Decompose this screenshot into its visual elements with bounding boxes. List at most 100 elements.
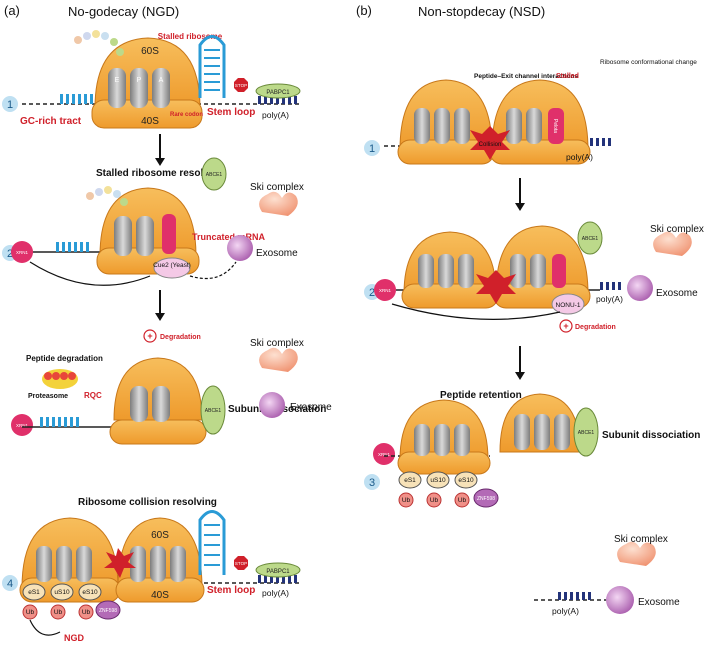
label-proteasome: Proteasome [28, 393, 68, 400]
svg-text:Pelota: Pelota [552, 119, 558, 133]
xrn1-a2 [11, 241, 33, 263]
svg-text:XRN1: XRN1 [378, 452, 391, 457]
panel-b-title: Non-stopdecay (NSD) [418, 4, 545, 19]
label-peptide-degradation: Peptide degradation [26, 354, 103, 363]
svg-text:ZNF598: ZNF598 [99, 608, 117, 614]
abce1-a2 [201, 157, 227, 191]
svg-text:4: 4 [7, 578, 13, 590]
site-e [108, 68, 126, 108]
svg-text:1: 1 [369, 143, 375, 155]
svg-text:Ub: Ub [54, 609, 63, 616]
svg-text:Ub: Ub [458, 497, 467, 504]
heading-b3: Peptide retention [440, 390, 522, 401]
step-number-a1: 1 [7, 99, 13, 111]
svg-text:ABCE1: ABCE1 [205, 408, 222, 414]
svg-text:eS1: eS1 [28, 589, 40, 596]
label-ski-a2: Ski complex [250, 182, 304, 193]
svg-text:2: 2 [369, 287, 375, 299]
svg-text:A: A [159, 77, 164, 84]
svg-text:ABCE1: ABCE1 [582, 236, 599, 242]
exosome-a2 [227, 235, 253, 261]
label-rare-codon: Rare codon [170, 112, 203, 118]
stop-sign [234, 78, 248, 92]
ngd-step-1: 1 E P A 60S 40S Stalled ribosome Rare co… [2, 30, 301, 129]
label-exosome-a3: Exosome [290, 402, 332, 413]
svg-text:Ub: Ub [430, 497, 439, 504]
svg-text:Cue2 (Yeast): Cue2 (Yeast) [153, 262, 191, 269]
svg-text:eS1: eS1 [404, 477, 416, 484]
heading-a4: Ribosome collision resolving [78, 497, 217, 508]
cue2 [153, 257, 191, 279]
svg-text:+: + [563, 321, 568, 331]
svg-text:eS10: eS10 [458, 477, 474, 484]
pelota-a2 [162, 214, 176, 254]
step-badge-a1 [2, 96, 18, 112]
svg-text:Ub: Ub [402, 497, 411, 504]
label-ski-a3: Ski complex [250, 338, 304, 349]
pabpc1 [255, 83, 301, 99]
label-peptide-exit: Peptide–Exit channel interactions [474, 73, 578, 80]
svg-text:poly(A): poly(A) [566, 152, 593, 162]
svg-text:uS10: uS10 [54, 589, 70, 596]
svg-text:P: P [137, 77, 142, 84]
svg-text:Ub: Ub [82, 609, 91, 616]
step-number-a2: 2 [7, 248, 13, 260]
label-rqc: RQC [84, 391, 102, 400]
panel-a-title: No-godecay (NGD) [68, 4, 179, 19]
svg-text:XRN1: XRN1 [16, 250, 29, 255]
label-ngd: NGD [64, 633, 85, 643]
heading-a2: Stalled ribosome resolving [96, 168, 224, 179]
svg-text:E: E [115, 77, 120, 84]
gc-rich-bars [60, 94, 93, 104]
label-40s: 40S [141, 116, 159, 127]
label-collision: Collision [479, 142, 502, 148]
label-exosome-b3: Exosome [638, 597, 680, 608]
svg-text:XRN1: XRN1 [16, 423, 29, 428]
svg-text:Degradation: Degradation [575, 324, 616, 331]
label-exosome-b2: Exosome [656, 288, 698, 299]
svg-text:3: 3 [369, 477, 375, 489]
nascent-peptide [74, 30, 124, 56]
polya-bars-1 [258, 96, 297, 104]
label-stalled-ribosome: Stalled ribosome [158, 32, 223, 41]
ski-complex-a2 [259, 191, 298, 216]
stem-loop-1 [198, 35, 226, 98]
svg-text:poly(A): poly(A) [596, 294, 623, 304]
svg-text:ABCE1: ABCE1 [206, 172, 223, 178]
label-truncated: Truncated mRNA [192, 232, 266, 242]
label-degradation-a3: Degradation [160, 334, 201, 341]
svg-text:60S: 60S [151, 530, 169, 541]
label-ski-b2: Ski complex [650, 224, 704, 235]
svg-text:poly(A): poly(A) [552, 606, 579, 616]
svg-text:eS10: eS10 [82, 589, 98, 596]
svg-text:uS10: uS10 [430, 477, 446, 484]
svg-text:PABPC1: PABPC1 [266, 569, 290, 575]
site-p [130, 68, 148, 108]
label-ski-b3: Ski complex [614, 534, 668, 545]
svg-text:ABCE1: ABCE1 [578, 430, 595, 436]
label-gc-rich: GC-rich tract [20, 116, 82, 127]
stop-text: STOP [235, 83, 247, 88]
svg-text:STOP: STOP [235, 561, 247, 566]
nsd-step-3: 3 XRN1 ABCE1 Subunit dissociation eS1 uS… [364, 393, 700, 616]
label-60s: 60S [141, 46, 159, 57]
svg-text:Ub: Ub [26, 609, 35, 616]
proteasome [42, 369, 78, 389]
label-stalled: Stalled [556, 73, 579, 80]
label-polya-a1: poly(A) [262, 110, 289, 120]
svg-text:40S: 40S [151, 590, 169, 601]
collision-star-a4 [104, 548, 136, 578]
svg-text:ZNF598: ZNF598 [477, 496, 495, 502]
pabpc1-label: PABPC1 [266, 90, 290, 96]
ngd-step-4: 4 60S 40S Stem loop STOP PABPC1 poly(A) … [2, 510, 301, 643]
panel-a-letter: (a) [4, 3, 20, 18]
ngd-step-3: + Degradation Peptide degradation Protea… [11, 329, 332, 445]
svg-text:+: + [147, 331, 152, 341]
label-stem-loop: Stem loop [207, 107, 255, 118]
svg-text:Stem loop: Stem loop [207, 585, 255, 596]
svg-text:XRN1: XRN1 [379, 288, 392, 293]
site-a [152, 68, 170, 108]
nsd-step-2: 2 XRN1 NONU-1 ABCE1 poly(A) Ski complex … [364, 221, 704, 333]
ngd-step-2: 2 ABCE1 Cue2 (Yeast) Truncated mRNA Ski … [2, 157, 304, 286]
